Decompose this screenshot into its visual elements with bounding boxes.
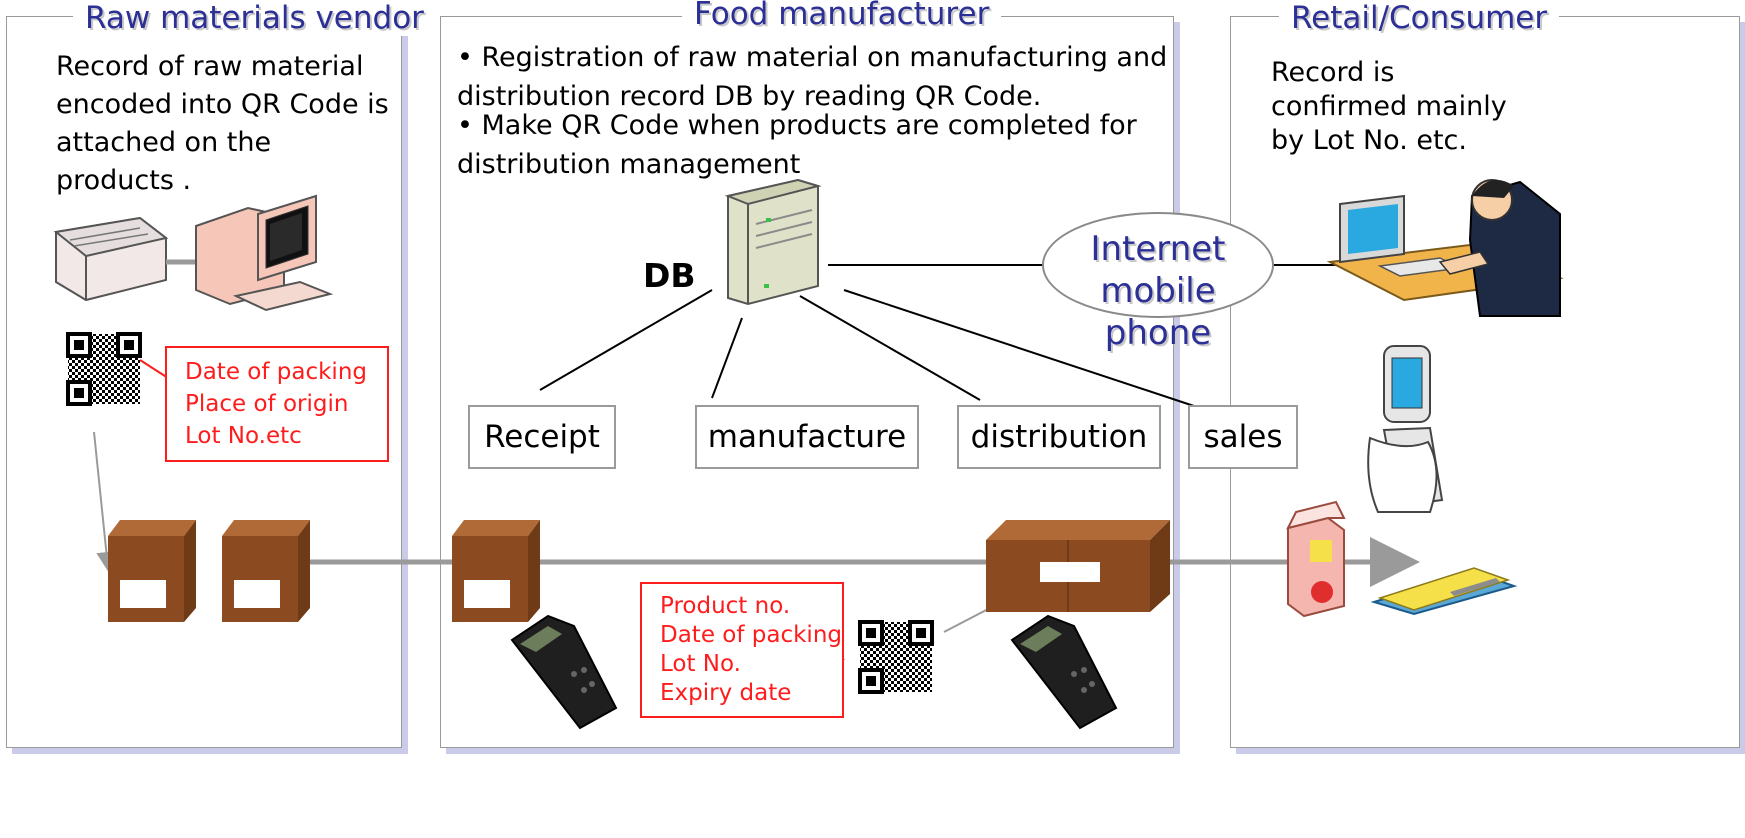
- desktop-computer-icon: [195, 194, 334, 312]
- vendor-qr-label-line: Lot No.etc: [185, 423, 302, 449]
- bullet-line: distribution record DB by reading QR Cod…: [457, 81, 1042, 112]
- juice-carton-icon: [1286, 500, 1346, 618]
- consumer-at-computer-icon: [1326, 179, 1564, 317]
- retail-description-line: confirmed mainly: [1271, 91, 1507, 122]
- vendor-title: Raw materials vendor: [73, 0, 436, 36]
- manufacturer-qr-label-line: Product no.: [660, 593, 791, 619]
- manufacturer-bullet-2: • Make QR Code when products are complet…: [457, 106, 1137, 184]
- manufacturer-title: Food manufacturer: [682, 0, 1002, 32]
- retail-description-line: by Lot No. etc.: [1271, 125, 1467, 156]
- bullet-line: • Make QR Code when products are complet…: [457, 110, 1137, 141]
- network-line-2: mobile phone: [1100, 271, 1216, 353]
- bullet-line: distribution management: [457, 149, 801, 180]
- vendor-description-line: attached on the: [56, 127, 272, 158]
- db-to-manufacture-line: [711, 317, 743, 399]
- manufacturer-qr-label: Product no. Date of packing Lot No. Expi…: [640, 582, 844, 718]
- stage-manufacture: manufacture: [695, 405, 919, 469]
- qr-code-icon: [66, 332, 142, 406]
- manufacturer-qr-label-line: Expiry date: [660, 680, 792, 706]
- stage-receipt: Receipt: [468, 405, 616, 469]
- retail-title: Retail/Consumer: [1279, 0, 1560, 36]
- retail-panel: [1230, 16, 1740, 748]
- vendor-description-line: products .: [56, 165, 192, 196]
- cardboard-box-icon: [108, 520, 196, 622]
- cardboard-box-icon: [222, 520, 310, 622]
- vendor-qr-label-line: Date of packing: [185, 359, 367, 385]
- qr-to-box-arrow: [93, 431, 117, 572]
- internet-mobile-ellipse: Internet mobile phone: [1042, 212, 1274, 353]
- qr-code-icon: [858, 620, 934, 694]
- stage-distribution: distribution: [957, 405, 1161, 469]
- manufacturer-bullet-1: • Registration of raw material on manufa…: [457, 38, 1167, 116]
- db-to-distribution-line: [799, 295, 981, 401]
- vendor-description-line: Record of raw material: [56, 51, 364, 82]
- stage-sales: sales: [1188, 405, 1298, 469]
- vendor-label-pointer: [139, 359, 169, 379]
- printer-icon: [53, 216, 169, 302]
- vendor-qr-label-line: Place of origin: [185, 391, 349, 417]
- cardboard-box-icon: [452, 520, 540, 622]
- barcode-scanner-icon: [510, 614, 618, 730]
- network-line-1: Internet: [1090, 229, 1226, 269]
- manufacturer-qr-label-line: Date of packing: [660, 622, 842, 648]
- vendor-description: Record of raw material encoded into QR C…: [56, 48, 389, 200]
- barcode-scanner-icon: [1010, 614, 1118, 730]
- db-to-sales-line: [843, 289, 1201, 409]
- db-to-receipt-line: [539, 289, 713, 391]
- retail-description-line: Record is: [1271, 57, 1395, 88]
- db-label: DB: [643, 256, 696, 295]
- vendor-qr-label: Date of packing Place of origin Lot No.e…: [165, 346, 389, 462]
- server-tower-icon: [724, 178, 822, 306]
- mobile-phone-icon: [1367, 345, 1444, 513]
- vendor-description-line: encoded into QR Code is: [56, 89, 389, 120]
- retail-description: Record is confirmed mainly by Lot No. et…: [1271, 56, 1507, 158]
- shipping-box-icon: [986, 520, 1170, 612]
- packaged-food-icon: [1370, 567, 1518, 616]
- bullet-line: • Registration of raw material on manufa…: [457, 42, 1168, 73]
- manufacturer-qr-label-line: Lot No.: [660, 651, 741, 677]
